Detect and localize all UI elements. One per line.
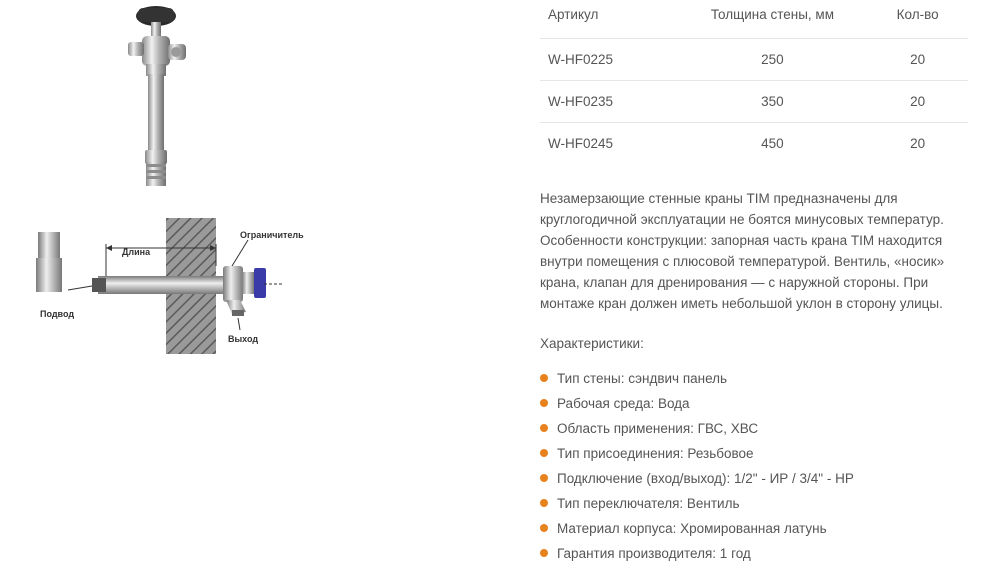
- characteristics-title: Характеристики:: [540, 336, 644, 351]
- feature-text: Подключение (вход/выход): 1/2" - ИР / 3/…: [557, 471, 854, 486]
- diagram-length-label: Длина: [122, 247, 151, 257]
- diagram-limiter-label: Ограничитель: [240, 230, 304, 240]
- installation-diagram: Длина Ограничитель Подвод Выход: [28, 210, 318, 360]
- bullet-icon: [540, 474, 548, 482]
- feature-text: Область применения: ГВС, ХВС: [557, 421, 759, 436]
- bullet-icon: [540, 499, 548, 507]
- list-item: Тип переключателя: Вентиль: [540, 493, 854, 518]
- table-cell-article: W-HF0225: [540, 38, 678, 81]
- diagram-outlet-label: Выход: [228, 334, 259, 344]
- table-cell-wall-thickness: 450: [677, 122, 868, 164]
- list-item: Тип присоединения: Резьбовое: [540, 443, 854, 468]
- table-cell-wall-thickness: 250: [677, 38, 868, 81]
- table-cell-quantity: 20: [867, 80, 968, 123]
- list-item: Область применения: ГВС, ХВС: [540, 418, 854, 443]
- bullet-icon: [540, 449, 548, 457]
- list-item: Материал корпуса: Хромированная латунь: [540, 518, 854, 543]
- bullet-icon: [540, 549, 548, 557]
- feature-text: Гарантия производителя: 1 год: [557, 546, 751, 561]
- table-cell-quantity: 20: [867, 122, 968, 164]
- feature-text: Рабочая среда: Вода: [557, 396, 690, 411]
- table-cell-article: W-HF0245: [540, 122, 678, 164]
- column-header-article: Артикул: [548, 7, 599, 22]
- feature-text: Тип переключателя: Вентиль: [557, 496, 740, 511]
- feature-text: Материал корпуса: Хромированная латунь: [557, 521, 827, 536]
- spec-table-container: Артикул Толщина стены, мм Кол-во W-HF022…: [540, 0, 970, 164]
- bullet-icon: [540, 374, 548, 382]
- list-item: Рабочая среда: Вода: [540, 393, 854, 418]
- product-images: Длина Ограничитель Подвод Выход: [28, 6, 318, 360]
- spec-table: Артикул Толщина стены, мм Кол-во W-HF022…: [540, 0, 968, 164]
- bullet-icon: [540, 424, 548, 432]
- table-row: W-HF0245 450 20: [540, 122, 968, 164]
- column-header-quantity: Кол-во: [896, 7, 939, 22]
- table-header-row: Артикул Толщина стены, мм Кол-во: [540, 0, 968, 39]
- list-item: Гарантия производителя: 1 год: [540, 543, 854, 568]
- faucet-product-photo: [128, 6, 186, 186]
- list-item: Подключение (вход/выход): 1/2" - ИР / 3/…: [540, 468, 854, 493]
- diagram-inlet-label: Подвод: [40, 309, 75, 319]
- table-cell-article: W-HF0235: [540, 80, 678, 123]
- bullet-icon: [540, 399, 548, 407]
- feature-text: Тип присоединения: Резьбовое: [557, 446, 754, 461]
- column-header-wall-thickness: Толщина стены, мм: [710, 7, 834, 22]
- list-item: Тип стены: сэндвич панель: [540, 368, 854, 393]
- product-description: Незамерзающие стенные краны TIM предназн…: [540, 191, 945, 311]
- table-row: W-HF0225 250 20: [540, 38, 968, 81]
- table-cell-quantity: 20: [867, 38, 968, 81]
- characteristics-list: Тип стены: сэндвич панель Рабочая среда:…: [540, 368, 854, 568]
- table-cell-wall-thickness: 350: [677, 80, 868, 123]
- bullet-icon: [540, 524, 548, 532]
- table-row: W-HF0235 350 20: [540, 80, 968, 123]
- feature-text: Тип стены: сэндвич панель: [557, 371, 728, 386]
